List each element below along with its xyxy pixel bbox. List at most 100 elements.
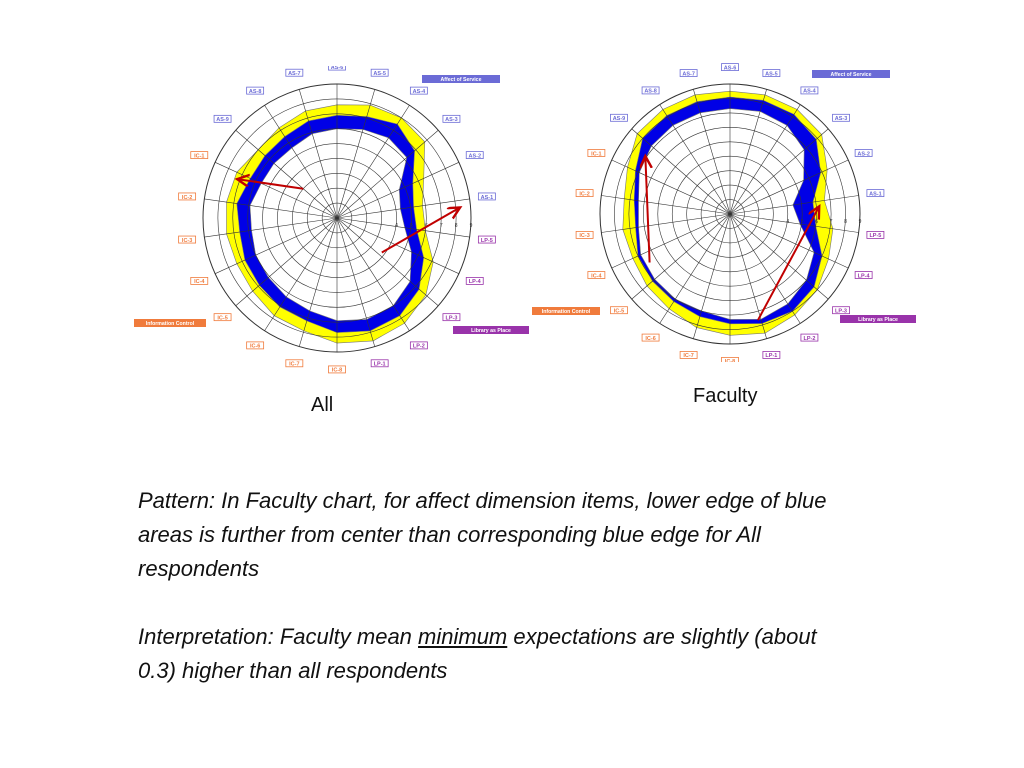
svg-text:IC-2: IC-2 <box>182 195 192 201</box>
dimension-label-affect: Affect of Service <box>812 70 890 78</box>
spoke-label: AS-9 <box>213 114 232 123</box>
svg-text:IC-3: IC-3 <box>579 233 589 239</box>
svg-text:LP-5: LP-5 <box>869 233 881 239</box>
spoke-line <box>729 213 829 300</box>
svg-text:LP-3: LP-3 <box>835 308 847 314</box>
spoke-line <box>336 198 470 219</box>
svg-text:AS-1: AS-1 <box>869 191 882 197</box>
spoke-label: AS-7 <box>285 68 304 77</box>
spoke-label: IC-7 <box>679 351 698 359</box>
annotation-arrow <box>757 206 819 321</box>
svg-text:AS-8: AS-8 <box>249 89 262 95</box>
spoke-line <box>204 217 338 238</box>
radial-tick-label: 8 <box>455 223 458 229</box>
spoke-label: IC-1 <box>190 151 209 159</box>
spoke-label: IC-8 <box>328 365 346 374</box>
svg-text:Information Control: Information Control <box>146 321 195 327</box>
spoke-line <box>336 162 460 219</box>
chart-caption-faculty: Faculty <box>693 385 758 407</box>
svg-text:AS-4: AS-4 <box>803 89 816 95</box>
annotation-arrow <box>645 156 649 263</box>
svg-text:Information Control: Information Control <box>542 309 591 315</box>
spoke-line <box>729 89 767 215</box>
svg-text:LP-4: LP-4 <box>858 273 871 279</box>
radial-tick-label: 5 <box>410 223 413 229</box>
spoke-line <box>214 217 338 274</box>
spoke-label: AS-5 <box>762 69 781 77</box>
spoke-line <box>729 195 859 215</box>
spoke-label: IC-5 <box>213 313 232 321</box>
radial-tick-label: 7 <box>440 223 443 229</box>
svg-text:AS-9: AS-9 <box>613 116 626 122</box>
spoke-label: IC-3 <box>178 235 197 244</box>
spoke-label: IC-4 <box>190 277 209 285</box>
spoke-line <box>729 128 829 215</box>
dimension-label-information: Information Control <box>134 319 206 327</box>
annotation-arrow <box>237 179 304 190</box>
spoke-line <box>204 198 338 219</box>
pattern-paragraph: Pattern: In Faculty chart, for affect di… <box>138 488 827 581</box>
svg-text:AS-6: AS-6 <box>724 65 737 71</box>
spoke-label: IC-3 <box>575 231 594 239</box>
spoke-line <box>336 217 470 238</box>
svg-text:AS-9: AS-9 <box>216 117 229 123</box>
spoke-label: AS-7 <box>679 69 698 77</box>
radial-tick-label: 6 <box>815 219 818 225</box>
spoke-line <box>336 217 439 306</box>
spoke-label: LP-3 <box>832 306 850 314</box>
svg-text:AS-7: AS-7 <box>288 71 301 77</box>
svg-text:AS-3: AS-3 <box>835 116 848 122</box>
svg-text:IC-8: IC-8 <box>725 359 735 362</box>
spoke-label: AS-4 <box>409 86 428 95</box>
dimension-label-information: Information Control <box>532 307 600 315</box>
spoke-line <box>729 213 767 339</box>
spoke-label: AS-9 <box>610 113 628 122</box>
svg-text:AS-8: AS-8 <box>644 89 657 95</box>
spoke-line <box>693 89 731 215</box>
spoke-label: AS-8 <box>641 86 660 95</box>
spoke-line <box>611 213 731 269</box>
svg-text:IC-3: IC-3 <box>182 238 192 244</box>
svg-text:IC-8: IC-8 <box>332 368 342 374</box>
spoke-label: IC-4 <box>587 271 606 279</box>
spoke-line <box>336 217 410 331</box>
svg-text:LP-1: LP-1 <box>374 362 386 368</box>
spoke-line <box>729 213 859 233</box>
svg-text:Library as Place: Library as Place <box>858 317 898 323</box>
radial-tick-label: 4 <box>395 223 398 229</box>
spoke-line <box>611 159 731 215</box>
spoke-label: AS-3 <box>832 113 850 122</box>
spoke-label: IC-7 <box>285 359 304 368</box>
svg-text:AS-4: AS-4 <box>413 89 426 95</box>
spoke-label: LP-2 <box>409 341 428 350</box>
spoke-line <box>659 213 731 324</box>
dimension-label-library: Library as Place <box>840 315 916 323</box>
spoke-line <box>729 213 849 269</box>
svg-text:AS-2: AS-2 <box>468 153 481 159</box>
svg-text:IC-1: IC-1 <box>591 151 601 157</box>
spoke-line <box>264 217 338 331</box>
spoke-label: AS-8 <box>246 86 265 95</box>
spoke-line <box>601 195 731 215</box>
spoke-line <box>729 159 849 215</box>
svg-text:LP-2: LP-2 <box>803 336 815 342</box>
svg-text:IC-2: IC-2 <box>579 191 589 197</box>
spoke-line <box>336 217 460 274</box>
radial-tick-label: 7 <box>830 219 833 225</box>
spoke-label: AS-6 <box>721 63 739 71</box>
interpretation-text-start: Interpretation: Faculty mean <box>138 624 419 649</box>
spoke-label: LP-5 <box>866 231 885 239</box>
svg-text:AS-3: AS-3 <box>445 117 458 123</box>
dimension-label-library: Library as Place <box>453 326 529 334</box>
interpretation-underlined-word: minimum <box>418 624 508 649</box>
svg-text:IC-6: IC-6 <box>645 336 655 342</box>
radial-tick-label: 8 <box>844 219 847 225</box>
svg-text:IC-4: IC-4 <box>194 279 205 285</box>
svg-text:AS-5: AS-5 <box>765 71 778 77</box>
svg-text:AS-6: AS-6 <box>331 66 344 71</box>
spoke-label: IC-5 <box>610 306 628 314</box>
spoke-label: IC-2 <box>178 192 197 201</box>
svg-text:AS-7: AS-7 <box>682 71 695 77</box>
svg-text:AS-1: AS-1 <box>481 195 494 201</box>
